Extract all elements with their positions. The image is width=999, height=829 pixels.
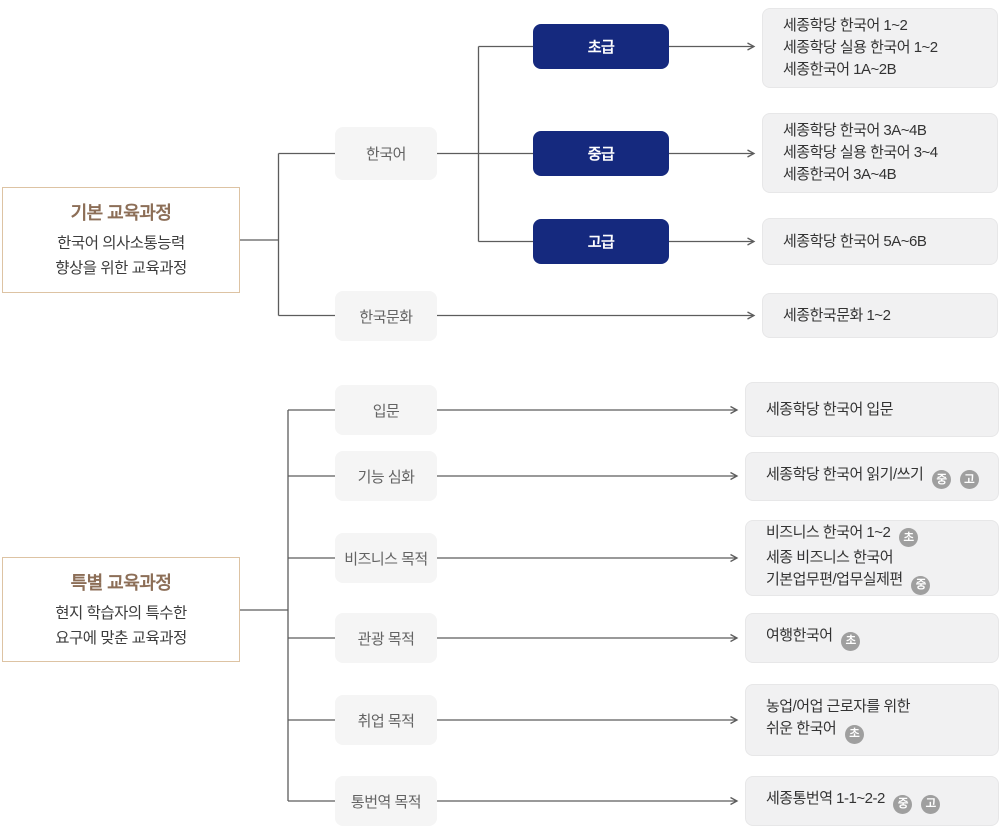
category-node-skills: 기능 심화 <box>335 451 437 501</box>
basic-curriculum-desc: 한국어 의사소통능력 향상을 위한 교육과정 <box>55 231 187 281</box>
course-line: 세종통번역 1-1~2-2 중 고 <box>766 788 984 814</box>
course-box-workers: 농업/어업 근로자를 위한 쉬운 한국어 초 <box>745 684 999 756</box>
course-line: 세종학당 한국어 입문 <box>766 399 984 421</box>
course-name: 농업/어업 근로자를 위한 <box>766 698 911 716</box>
level-badge-intermediate: 중 <box>911 575 931 595</box>
course-name: 쉬운 한국어 <box>766 720 837 738</box>
basic-desc-line1: 한국어 의사소통능력 <box>57 235 185 252</box>
course-line: 세종학당 한국어 1~2 <box>783 17 908 34</box>
category-node-korean: 한국어 <box>335 127 437 180</box>
course-box-business: 비즈니스 한국어 1~2 초 세종 비즈니스 한국어 기본업무편/업무실제편 중 <box>745 520 999 596</box>
level-badge-beginner: 초 <box>899 528 919 547</box>
course-box-culture: 세종한국문화 1~2 <box>762 293 998 338</box>
course-box-advanced: 세종학당 한국어 5A~6B <box>762 218 998 265</box>
basic-curriculum-box: 기본 교육과정 한국어 의사소통능력 향상을 위한 교육과정 <box>2 187 240 293</box>
course-box-intermediate: 세종학당 한국어 3A~4B 세종학당 실용 한국어 3~4 세종한국어 3A~… <box>762 113 998 193</box>
course-box-reading-writing: 세종학당 한국어 읽기/쓰기 중 고 <box>745 452 999 501</box>
category-node-translation: 통번역 목적 <box>335 776 437 826</box>
level-badge-intermediate: 중 <box>931 470 951 490</box>
special-desc-line1: 현지 학습자의 특수한 <box>55 604 187 622</box>
category-node-intro: 입문 <box>335 385 437 435</box>
level-button-beginner: 초급 <box>533 24 669 69</box>
course-line: 세종한국어 1A~2B <box>783 61 897 78</box>
course-name: 세종 비즈니스 한국어 <box>766 549 894 566</box>
course-line: 세종학당 실용 한국어 1~2 <box>783 39 938 56</box>
level-badge-advanced: 고 <box>959 470 979 490</box>
course-name: 세종학당 한국어 입문 <box>766 400 894 418</box>
course-line: 세종학당 한국어 3A~4B <box>783 122 927 139</box>
category-node-korean-culture: 한국문화 <box>335 291 437 341</box>
category-node-employment: 취업 목적 <box>335 695 437 745</box>
course-box-travel: 여행한국어 초 <box>745 613 999 663</box>
level-badge-beginner: 초 <box>844 724 864 744</box>
level-badge-advanced: 고 <box>921 794 941 814</box>
course-name: 세종학당 한국어 읽기/쓰기 <box>766 465 924 483</box>
special-curriculum-box: 특별 교육과정 현지 학습자의 특수한 요구에 맞춘 교육과정 <box>2 557 240 662</box>
course-line: 세종학당 실용 한국어 3~4 <box>783 144 938 161</box>
course-line: 세종한국어 3A~4B <box>783 166 897 183</box>
course-line: 세종학당 한국어 읽기/쓰기 중 고 <box>766 464 984 490</box>
course-line: 기본업무편/업무실제편 중 <box>766 569 984 595</box>
level-button-intermediate: 중급 <box>533 131 669 176</box>
special-desc-line2: 요구에 맞춘 교육과정 <box>55 629 187 647</box>
course-line: 농업/어업 근로자를 위한 <box>766 696 984 718</box>
basic-curriculum-title: 기본 교육과정 <box>70 203 172 223</box>
course-name: 비즈니스 한국어 1~2 <box>766 523 891 541</box>
course-box-intro: 세종학당 한국어 입문 <box>745 382 999 437</box>
special-curriculum-title: 특별 교육과정 <box>70 572 172 593</box>
course-box-beginner: 세종학당 한국어 1~2 세종학당 실용 한국어 1~2 세종한국어 1A~2B <box>762 8 998 88</box>
course-line: 세종학당 한국어 5A~6B <box>783 232 927 250</box>
course-line: 세종 비즈니스 한국어 <box>766 547 984 569</box>
course-line: 여행한국어 초 <box>766 625 984 651</box>
special-curriculum-desc: 현지 학습자의 특수한 요구에 맞춘 교육과정 <box>55 601 187 651</box>
level-button-advanced: 고급 <box>533 219 669 264</box>
level-badge-beginner: 초 <box>841 631 861 651</box>
course-line: 세종한국문화 1~2 <box>783 306 891 324</box>
category-node-tourism: 관광 목적 <box>335 613 437 663</box>
course-line: 쉬운 한국어 초 <box>766 718 984 744</box>
basic-desc-line2: 향상을 위한 교육과정 <box>55 260 187 277</box>
course-name: 세종통번역 1-1~2-2 <box>766 790 885 808</box>
course-box-translation: 세종통번역 1-1~2-2 중 고 <box>745 776 999 826</box>
course-name: 여행한국어 <box>766 627 833 645</box>
course-name: 기본업무편/업무실제편 <box>766 571 903 588</box>
level-badge-intermediate: 중 <box>893 794 913 814</box>
course-line: 비즈니스 한국어 1~2 초 <box>766 522 984 547</box>
category-node-business: 비즈니스 목적 <box>335 533 437 583</box>
